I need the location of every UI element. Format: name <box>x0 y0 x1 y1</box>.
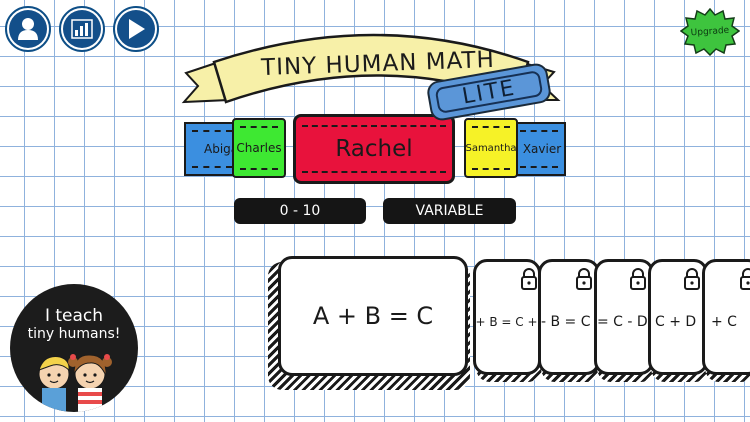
play-icon <box>129 19 145 39</box>
profile-button[interactable] <box>5 6 51 52</box>
name-tile-rachel[interactable]: Rachel <box>293 114 455 184</box>
equation-card-locked-3[interactable]: = C - D <box>594 259 654 375</box>
equation-label: A + B = C + D <box>475 315 538 329</box>
logo-line1: I teach <box>44 306 104 326</box>
lock-icon <box>740 268 750 290</box>
upgrade-label: Upgrade <box>690 25 730 39</box>
name-tile-charles[interactable]: Charles <box>232 118 286 178</box>
name-tile-abiga[interactable]: Abiga <box>184 122 240 176</box>
equation-label: + C <box>711 314 737 330</box>
kids-illustration <box>38 354 112 412</box>
stats-icon <box>71 19 93 39</box>
equation-label: - B = C <box>541 314 591 330</box>
name-tile-xavier[interactable]: Xavier <box>512 122 566 176</box>
profile-icon <box>18 18 38 40</box>
stats-button[interactable] <box>59 6 105 52</box>
lock-icon <box>521 268 537 290</box>
equation-card-locked-2[interactable]: - B = C <box>538 259 600 375</box>
lock-icon <box>630 268 646 290</box>
logo-line2: tiny humans! <box>27 326 121 342</box>
equation-card-locked-4[interactable]: C + D <box>648 259 708 375</box>
starburst-badge <box>680 8 740 56</box>
mode-selector[interactable]: VARIABLE <box>383 198 516 224</box>
name-label: Samantha <box>465 142 517 154</box>
equation-card-main[interactable]: A + B = C <box>278 256 468 376</box>
equation-label: = C - D <box>597 314 648 330</box>
equation-card-locked-1[interactable]: A + B = C + D <box>473 259 541 375</box>
name-label: Charles <box>236 141 282 155</box>
name-label: Rachel <box>335 136 413 162</box>
upgrade-button[interactable]: Upgrade <box>680 8 740 56</box>
name-label: Abiga <box>204 142 239 156</box>
equation-label: C + D <box>655 314 697 330</box>
equation-card-locked-5[interactable]: + C <box>702 259 750 375</box>
name-label: Xavier <box>522 142 562 156</box>
name-tile-samantha[interactable]: Samantha <box>464 118 518 178</box>
brand-logo: I teach tiny humans! <box>10 284 138 412</box>
equation-label: A + B = C <box>312 302 434 330</box>
lock-icon <box>684 268 700 290</box>
lock-icon <box>576 268 592 290</box>
range-selector[interactable]: 0 - 10 <box>234 198 366 224</box>
play-button[interactable] <box>113 6 159 52</box>
